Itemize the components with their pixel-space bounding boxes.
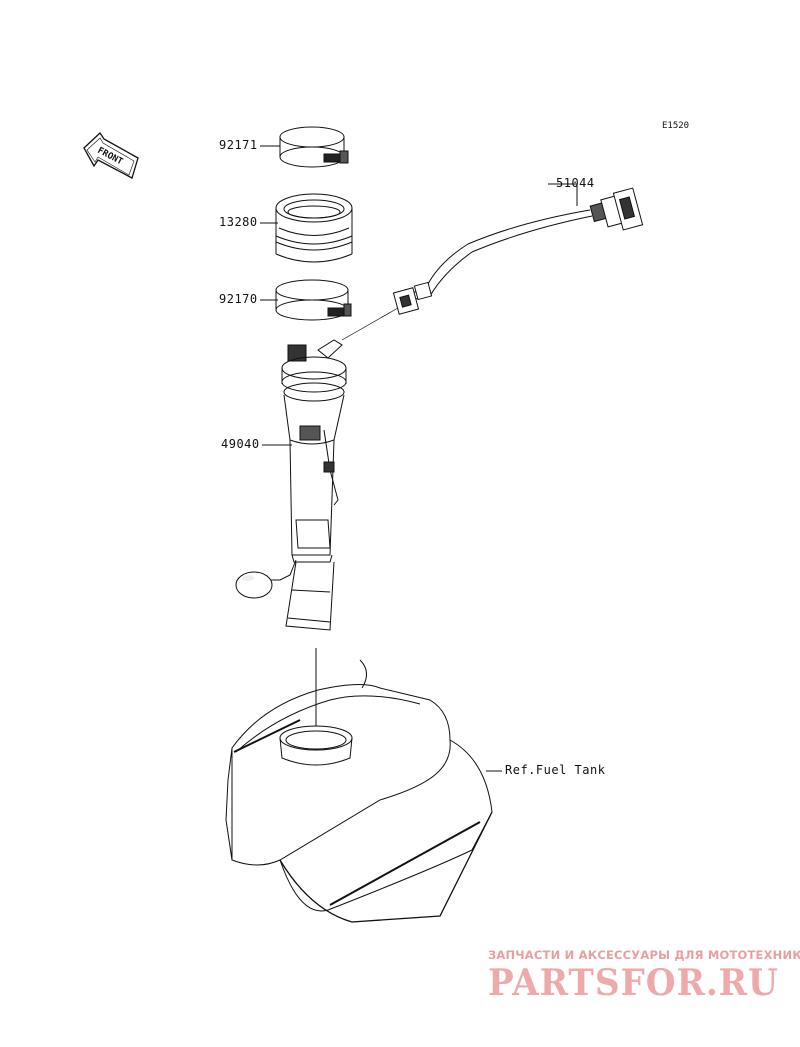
- reference-label-fuel-tank: Ref.Fuel Tank: [505, 763, 606, 777]
- part-label-92171: 92171: [219, 138, 258, 152]
- grommet-13280: [275, 193, 353, 263]
- front-arrow-icon: FRONT: [83, 132, 139, 179]
- diagram-code: E1520: [662, 121, 690, 131]
- fuel-tank: [225, 648, 493, 923]
- part-label-49040: 49040: [221, 437, 260, 451]
- part-label-92170: 92170: [219, 292, 258, 306]
- fuel-hose-51044: [392, 187, 644, 315]
- fuel-pump-49040: [235, 339, 347, 631]
- watermark-tagline: ЗАПЧАСТИ И АКСЕССУАРЫ ДЛЯ МОТОТЕХНИКИ: [488, 948, 800, 962]
- part-label-13280: 13280: [219, 215, 258, 229]
- clamp-92171: [279, 126, 349, 168]
- part-label-51044: 51044: [556, 176, 595, 190]
- clamp-92170: [275, 279, 352, 321]
- watermark-logo: PARTSFOR.RU: [488, 962, 779, 1004]
